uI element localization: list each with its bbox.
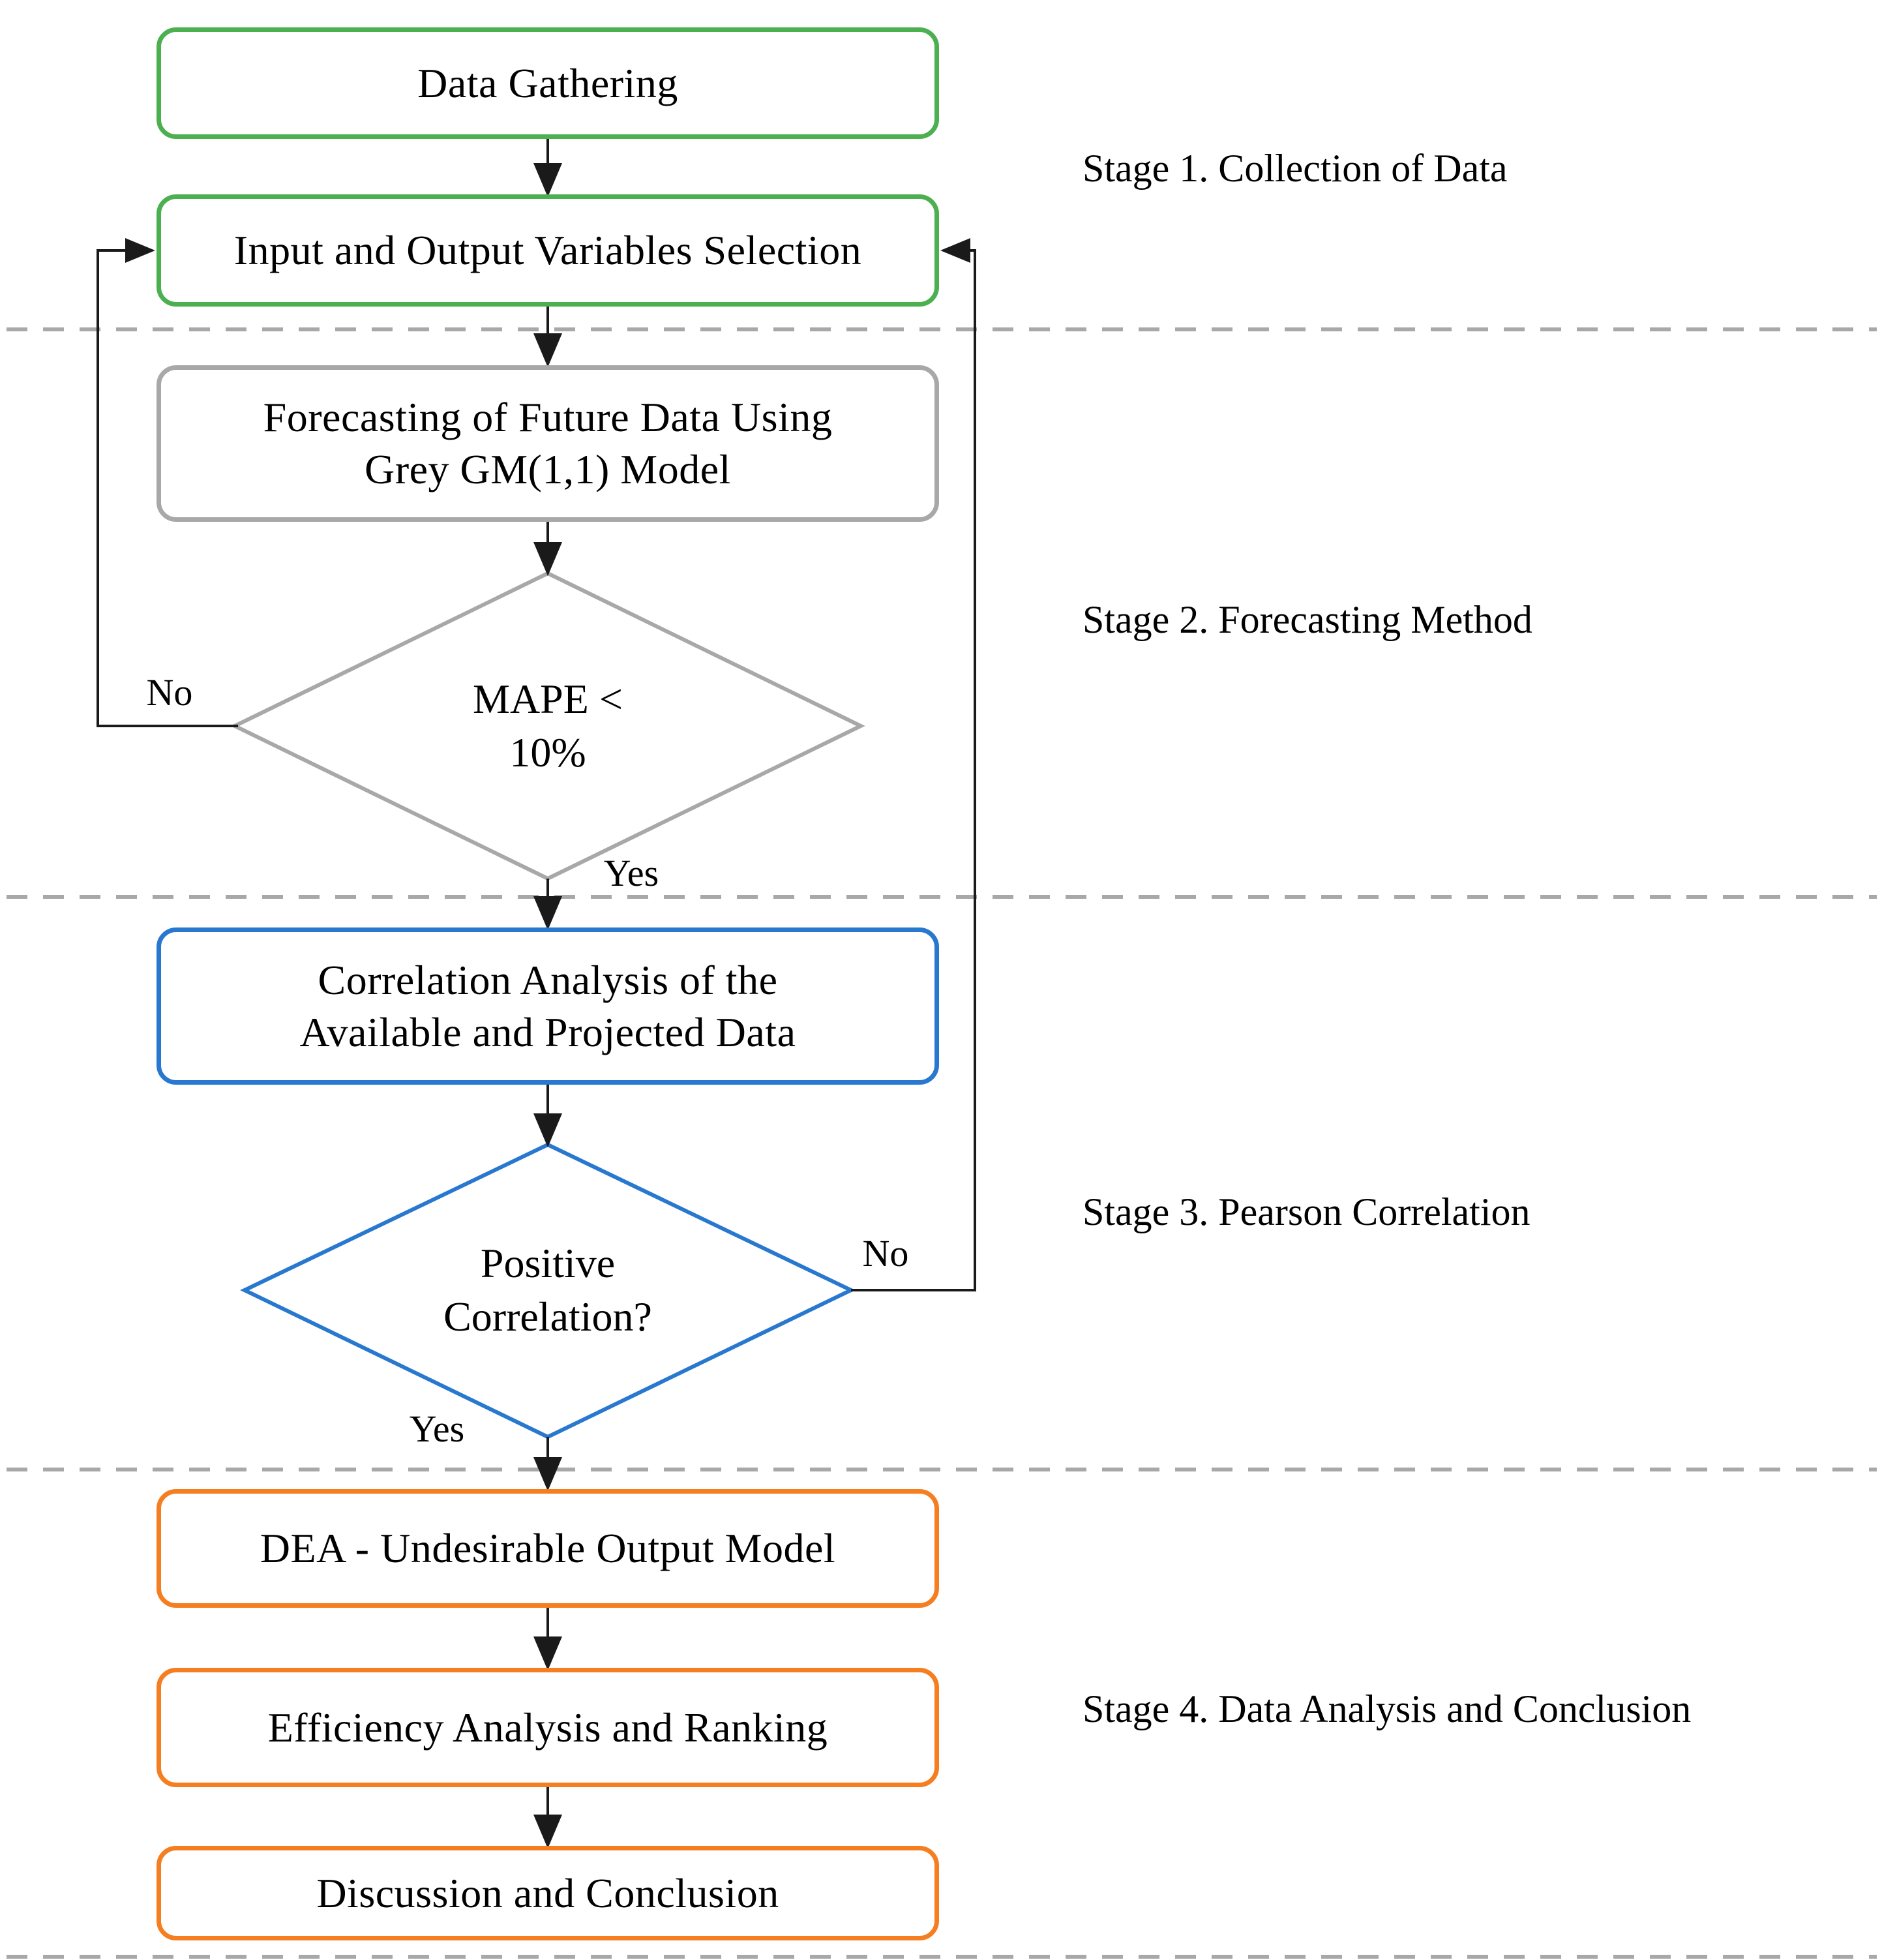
- node-efficiency-analysis: Efficiency Analysis and Ranking: [157, 1668, 939, 1787]
- arrow-ioselection-to-forecasting: [533, 307, 563, 368]
- mape-no-feedback-connector: [97, 249, 238, 727]
- node-correlation-analysis: Correlation Analysis of the Available an…: [157, 927, 939, 1085]
- node-positive-correlation-line2: Correlation?: [443, 1293, 652, 1340]
- node-mape-decision: MAPE < 10%: [352, 661, 743, 791]
- edge-label-mape-yes: Yes: [603, 852, 659, 894]
- node-mape-decision-line2: 10%: [509, 729, 586, 776]
- arrow-dea-to-efficiency: [533, 1608, 563, 1671]
- node-mape-decision-line1: MAPE <: [473, 676, 623, 722]
- node-positive-correlation-decision: Positive Correlation?: [352, 1225, 743, 1355]
- node-forecasting-line1: Forecasting of Future Data Using: [263, 394, 833, 440]
- arrow-mape-yes-to-correlation: [533, 879, 563, 931]
- node-dea-undesirable-output-label: DEA - Undesirable Output Model: [260, 1525, 836, 1571]
- arrow-datagathering-to-ioselection: [533, 139, 563, 198]
- node-input-output-selection: Input and Output Variables Selection: [157, 194, 939, 307]
- node-forecasting-grey-model: Forecasting of Future Data Using Grey GM…: [157, 365, 939, 522]
- arrow-efficiency-to-discussion: [533, 1787, 563, 1849]
- arrow-positivecorrelation-yes-to-dea: [533, 1437, 563, 1492]
- edge-label-correlation-yes: Yes: [409, 1408, 465, 1450]
- edge-label-correlation-no: No: [862, 1232, 909, 1274]
- node-correlation-analysis-line2: Available and Projected Data: [299, 1008, 796, 1055]
- node-correlation-analysis-line1: Correlation Analysis of the: [318, 956, 778, 1003]
- edge-label-mape-no: No: [146, 671, 193, 714]
- mape-no-feedback-arrowhead: [125, 238, 155, 263]
- stage-4-label: Stage 4. Data Analysis and Conclusion: [1083, 1687, 1692, 1730]
- node-discussion-conclusion-label: Discussion and Conclusion: [316, 1869, 779, 1916]
- node-positive-correlation-line1: Positive: [480, 1240, 616, 1286]
- correlation-no-feedback-arrowhead: [940, 238, 970, 263]
- node-efficiency-analysis-label: Efficiency Analysis and Ranking: [267, 1704, 828, 1751]
- stage-2-label: Stage 2. Forecasting Method: [1083, 598, 1532, 641]
- node-dea-undesirable-output: DEA - Undesirable Output Model: [157, 1489, 939, 1608]
- stage-1-label: Stage 1. Collection of Data: [1083, 147, 1508, 190]
- stage-3-label: Stage 3. Pearson Correlation: [1083, 1190, 1531, 1233]
- node-discussion-conclusion: Discussion and Conclusion: [157, 1846, 939, 1940]
- node-data-gathering-label: Data Gathering: [417, 59, 678, 106]
- node-forecasting-line2: Grey GM(1,1) Model: [365, 446, 731, 492]
- correlation-no-feedback-connector: [851, 249, 976, 1291]
- node-input-output-selection-label: Input and Output Variables Selection: [233, 227, 862, 273]
- arrow-forecasting-to-mape: [533, 522, 563, 577]
- node-data-gathering: Data Gathering: [157, 27, 939, 139]
- arrow-correlation-to-positivecorrelation: [533, 1085, 563, 1148]
